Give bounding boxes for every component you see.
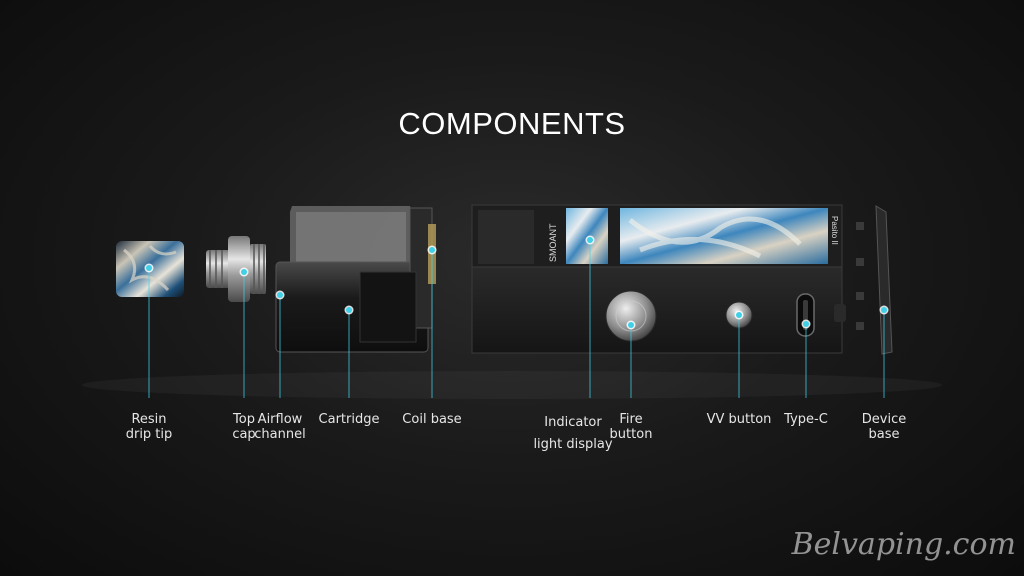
- type-c-marker-dot: [803, 321, 809, 327]
- indicator-light-display-marker-dot: [587, 237, 593, 243]
- floor-reflection: [82, 371, 942, 399]
- type-c-label: Type-C: [784, 412, 828, 427]
- cartridge-marker-dot: [346, 307, 352, 313]
- airflow-channel-label: Airflow channel: [254, 412, 306, 442]
- leader-lines: [144, 235, 889, 398]
- device-body-part: [471, 204, 846, 354]
- resin-drip-tip-label: Resin drip tip: [125, 412, 173, 442]
- indicator-light-display-label: Indicator light display: [533, 415, 613, 452]
- device-base-label: Device base: [861, 412, 907, 442]
- brand-logo: SMOANT: [548, 223, 558, 262]
- page-title: COMPONENTS: [398, 106, 626, 141]
- cartridge-label: Cartridge: [318, 412, 380, 427]
- cartridge-part: [275, 206, 436, 353]
- airflow-channel-marker-dot: [277, 292, 283, 298]
- fire-button-label: Fire button: [609, 412, 653, 442]
- watermark: Belvaping.com: [791, 527, 1016, 562]
- top-cap-label: Top cap: [232, 412, 256, 442]
- device-base-part: [856, 205, 893, 355]
- vv-button-label: VV button: [706, 412, 772, 427]
- coil-base-label: Coil base: [402, 412, 462, 427]
- coil-base-marker-dot: [429, 247, 435, 253]
- vv-button-marker-dot: [736, 312, 742, 318]
- top-cap-marker-dot: [241, 269, 247, 275]
- model-text: Pasito II: [830, 216, 839, 245]
- resin-drip-tip-marker-dot: [146, 265, 152, 271]
- top-cap-part: [206, 236, 266, 302]
- device-base-marker-dot: [881, 307, 887, 313]
- fire-button-marker-dot: [628, 322, 634, 328]
